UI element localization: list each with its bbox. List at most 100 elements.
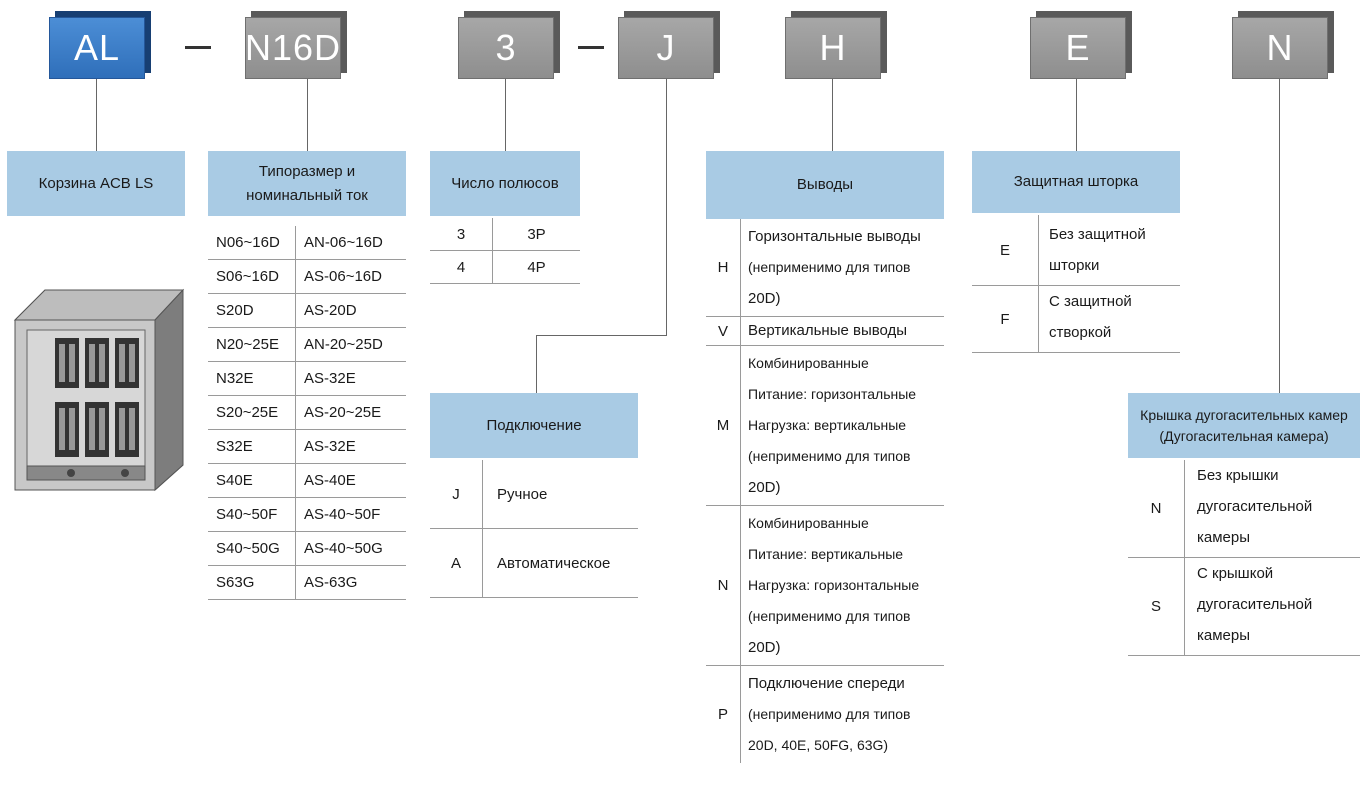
terminal-desc-line: Питание: вертикальные [748, 546, 904, 562]
poles-header-label: Число полюсов [451, 174, 559, 192]
arc-cover-desc-line: С крышкой [1197, 565, 1274, 582]
arc-cover-desc-line: дугогасительной [1197, 596, 1313, 613]
terminal-desc-line: Питание: горизонтальные [748, 386, 917, 402]
pole-code-cell: 3 [430, 218, 493, 251]
table-row: F С защитной створкой [972, 285, 1180, 353]
size-code-cell: S40~50F [208, 497, 296, 532]
table-row: M Комбинированные Питание: горизонтальны… [706, 345, 944, 506]
terminals-table: H Горизонтальные выводы (неприменимо для… [706, 219, 944, 763]
connector-line [505, 79, 506, 151]
terminal-desc-line: (неприменимо для типов [748, 259, 911, 275]
terminal-desc-line: (неприменимо для типов [748, 448, 911, 464]
terminals-header-label: Выводы [796, 176, 854, 194]
terminal-code-cell: V [706, 316, 741, 346]
shutter-desc-line: С защитной [1049, 293, 1132, 310]
acb-basket-image [13, 288, 185, 492]
code-box-poles: 3 [458, 17, 554, 79]
size-model-cell: AN-06~16D [295, 226, 406, 260]
terminal-desc-cell: Комбинированные Питание: горизонтальные … [740, 345, 944, 506]
shutter-code-cell: F [972, 285, 1039, 353]
code-box-n16d: N16D [245, 17, 341, 79]
shutter-header-label: Защитная шторка [1013, 173, 1139, 191]
code-box-shutter: E [1030, 17, 1126, 79]
shutter-table: E Без защитной шторки F С защитной створ… [972, 215, 1180, 353]
code-box-al: AL [49, 17, 145, 79]
connector-line [96, 79, 97, 151]
poles-header: Число полюсов [430, 151, 580, 216]
terminal-code-cell: M [706, 345, 741, 506]
dash-separator [578, 46, 604, 49]
arc-cover-desc-cell: С крышкой дугогасительной камеры [1184, 557, 1360, 656]
terminal-desc-line: Комбинированные [748, 355, 869, 371]
connector-line [1279, 79, 1280, 393]
pole-code-cell: 4 [430, 250, 493, 284]
size-model-cell: AS-32E [295, 361, 406, 396]
terminal-desc-line: Вертикальные выводы [748, 322, 908, 339]
arc-cover-header: Крышка дугогасительных камер (Дугогасите… [1128, 393, 1360, 458]
code-box-connection: J [618, 17, 714, 79]
shutter-desc-cell: С защитной створкой [1038, 285, 1180, 353]
connector-line [307, 79, 308, 151]
basket-label: Корзина ACB LS [38, 174, 154, 192]
terminal-desc-line: Нагрузка: горизонтальные [748, 577, 920, 593]
terminal-desc-cell: Вертикальные выводы [740, 316, 944, 346]
size-header-line1: Типоразмер и [258, 163, 356, 181]
size-code-cell: N20~25E [208, 327, 296, 362]
arc-cover-desc-line: Без крышки [1197, 467, 1279, 484]
size-code-cell: N32E [208, 361, 296, 396]
terminal-code-cell: H [706, 219, 741, 317]
connection-header: Подключение [430, 393, 638, 458]
arc-cover-desc-line: дугогасительной [1197, 498, 1313, 515]
arc-cover-desc-line: камеры [1197, 627, 1251, 644]
arc-cover-header-line1: Крышка дугогасительных камер [1140, 407, 1348, 424]
terminal-desc-line: (неприменимо для типов [748, 706, 911, 722]
size-model-cell: AS-63G [295, 565, 406, 600]
size-model-cell: AS-20~25E [295, 395, 406, 430]
shutter-desc-line: Без защитной [1049, 226, 1146, 243]
arc-cover-desc-line: камеры [1197, 529, 1251, 546]
size-model-cell: AS-32E [295, 429, 406, 464]
terminal-desc-line: Нагрузка: вертикальные [748, 417, 907, 433]
connection-value-cell: Ручное [482, 460, 638, 529]
connection-code-cell: J [430, 460, 483, 529]
size-code-cell: S20~25E [208, 395, 296, 430]
terminal-desc-cell: Подключение спереди (неприменимо для тип… [741, 666, 945, 764]
size-model-cell: AS-40E [295, 463, 406, 498]
shutter-desc-line: шторки [1049, 257, 1100, 274]
arc-cover-desc-cell: Без крышки дугогасительной камеры [1184, 460, 1360, 558]
table-row: V Вертикальные выводы [706, 316, 944, 346]
table-row: E Без защитной шторки [972, 215, 1180, 286]
arc-cover-table: N Без крышки дугогасительной камеры S С … [1128, 460, 1360, 656]
arc-cover-code-cell: N [1128, 460, 1185, 558]
basket-header: Корзина ACB LS [7, 151, 185, 216]
size-code-cell: S63G [208, 565, 296, 600]
size-model-cell: AS-40~50G [295, 531, 406, 566]
size-model-cell: AS-40~50F [295, 497, 406, 532]
size-code-cell: S32E [208, 429, 296, 464]
size-code-cell: S06~16D [208, 259, 296, 294]
terminal-code-cell: P [706, 665, 741, 763]
table-row: S С крышкой дугогасительной камеры [1128, 557, 1360, 656]
shutter-code-cell: E [972, 215, 1039, 286]
connector-line [666, 79, 667, 335]
shutter-desc-line: створкой [1049, 324, 1112, 341]
terminal-desc-cell: Комбинированные Питание: вертикальные На… [740, 505, 944, 666]
size-code-cell: S40E [208, 463, 296, 498]
size-header: Типоразмер и номинальный ток [208, 151, 406, 216]
code-box-arc-cover: N [1232, 17, 1328, 79]
size-code-cell: S20D [208, 293, 296, 328]
dash-separator [185, 46, 211, 49]
size-model-cell: AN-20~25D [295, 327, 406, 362]
table-row: H Горизонтальные выводы (неприменимо для… [706, 219, 944, 317]
terminal-desc-line: (неприменимо для типов [748, 608, 911, 624]
size-header-line2: номинальный ток [246, 186, 368, 204]
